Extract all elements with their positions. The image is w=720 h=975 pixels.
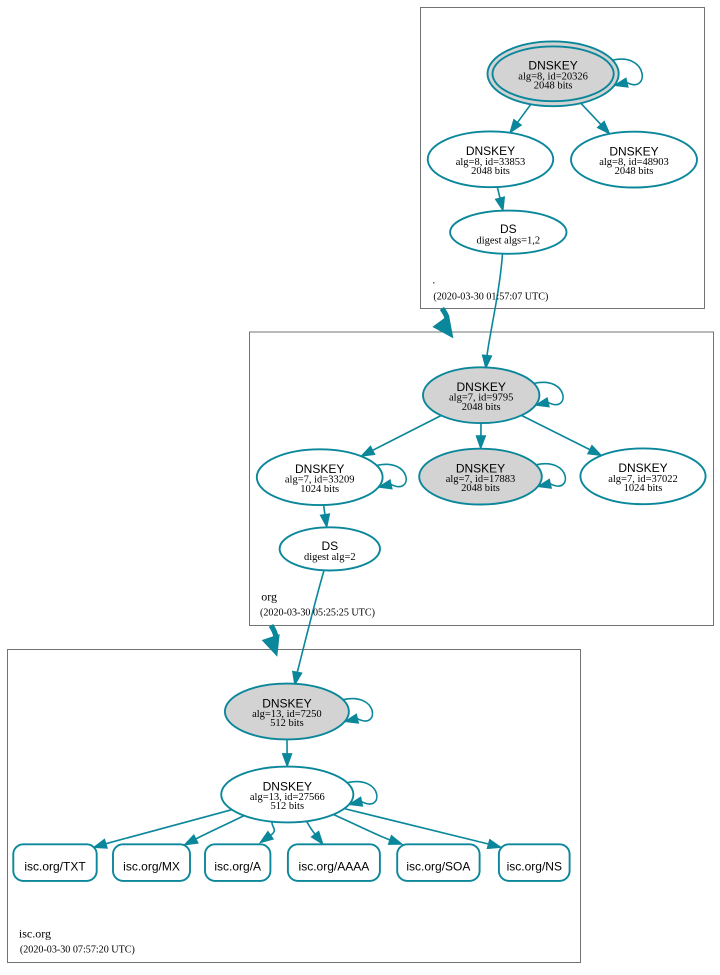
svg-text:512 bits: 512 bits: [271, 801, 305, 812]
svg-text:alg=13, id=7250: alg=13, id=7250: [252, 709, 322, 720]
svg-text:alg=7, id=17883: alg=7, id=17883: [446, 474, 516, 485]
svg-text:alg=7, id=9795: alg=7, id=9795: [449, 393, 513, 404]
svg-text:(2020-03-30 05:25:25 UTC): (2020-03-30 05:25:25 UTC): [260, 608, 375, 619]
svg-text:isc.org/MX: isc.org/MX: [123, 860, 180, 874]
svg-text:DNSKEY: DNSKEY: [466, 144, 515, 158]
svg-text:isc.org/SOA: isc.org/SOA: [406, 860, 470, 874]
svg-text:2048 bits: 2048 bits: [462, 402, 501, 413]
svg-text:digest algs=1,2: digest algs=1,2: [476, 235, 540, 246]
svg-text:(2020-03-30 07:57:20 UTC): (2020-03-30 07:57:20 UTC): [20, 945, 135, 956]
svg-text:DNSKEY: DNSKEY: [528, 59, 577, 73]
svg-text:alg=7, id=37022: alg=7, id=37022: [608, 474, 678, 485]
svg-text:isc.org/TXT: isc.org/TXT: [24, 860, 86, 874]
svg-text:(2020-03-30 01:57:07 UTC): (2020-03-30 01:57:07 UTC): [433, 291, 548, 302]
svg-text:512 bits: 512 bits: [270, 718, 304, 729]
svg-text:DS: DS: [321, 539, 338, 553]
svg-text:2048 bits: 2048 bits: [534, 80, 573, 91]
svg-text:2048 bits: 2048 bits: [471, 166, 510, 177]
svg-text:DNSKEY: DNSKEY: [457, 380, 506, 394]
svg-text:digest alg=2: digest alg=2: [304, 552, 356, 563]
svg-text:alg=7, id=33209: alg=7, id=33209: [285, 475, 355, 486]
svg-text:DNSKEY: DNSKEY: [609, 144, 658, 158]
svg-text:2048 bits: 2048 bits: [615, 166, 654, 177]
svg-text:1024 bits: 1024 bits: [624, 483, 663, 494]
svg-text:.: .: [432, 273, 435, 287]
svg-text:alg=13, id=27566: alg=13, id=27566: [250, 792, 325, 803]
svg-text:org: org: [261, 590, 277, 604]
svg-text:isc.org/A: isc.org/A: [214, 860, 261, 874]
svg-text:alg=8, id=48903: alg=8, id=48903: [599, 157, 669, 168]
svg-text:DNSKEY: DNSKEY: [456, 461, 505, 475]
svg-text:1024 bits: 1024 bits: [300, 484, 339, 495]
svg-text:DNSKEY: DNSKEY: [618, 461, 667, 475]
svg-text:DS: DS: [500, 222, 517, 236]
svg-text:DNSKEY: DNSKEY: [262, 696, 311, 710]
svg-text:2048 bits: 2048 bits: [461, 483, 500, 494]
svg-text:isc.org/NS: isc.org/NS: [507, 860, 562, 874]
svg-text:alg=8, id=33853: alg=8, id=33853: [456, 157, 526, 168]
svg-text:isc.org/AAAA: isc.org/AAAA: [299, 860, 370, 874]
svg-text:isc.org: isc.org: [19, 927, 51, 941]
svg-text:DNSKEY: DNSKEY: [295, 462, 344, 476]
svg-text:DNSKEY: DNSKEY: [263, 779, 312, 793]
svg-text:alg=8, id=20326: alg=8, id=20326: [518, 71, 588, 82]
